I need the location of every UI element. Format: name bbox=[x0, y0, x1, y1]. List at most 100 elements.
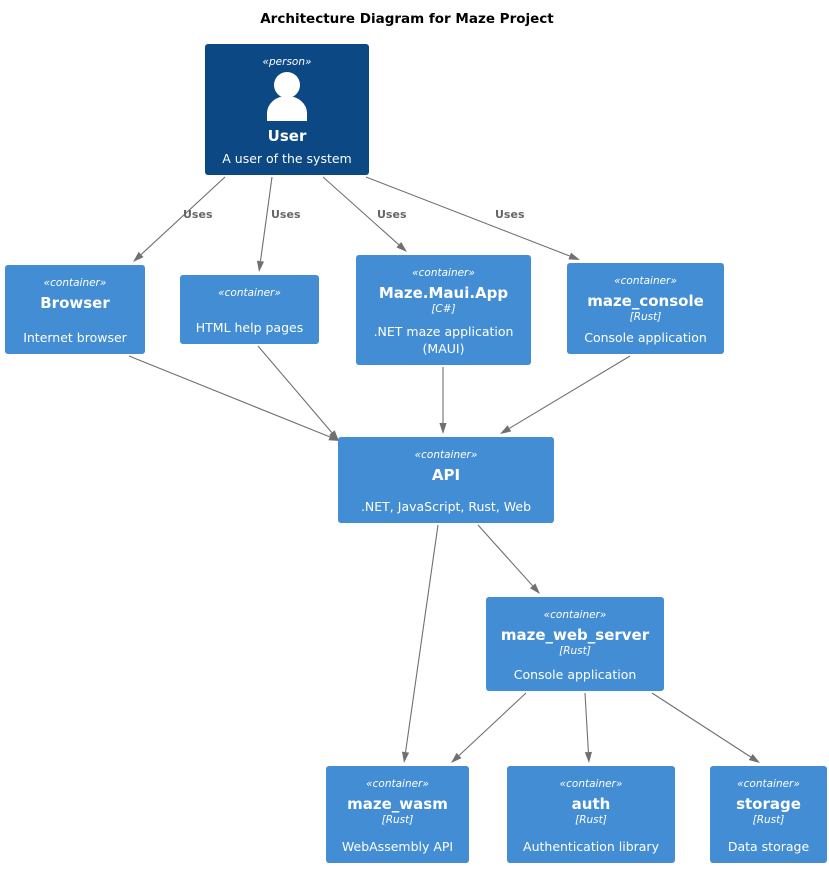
node-storage[interactable]: «container»storage[Rust]Data storage bbox=[710, 766, 827, 863]
node-title: User bbox=[268, 127, 307, 145]
edge-console-api bbox=[500, 355, 631, 434]
arrow-head-icon bbox=[329, 430, 339, 441]
node-stereotype: «container» bbox=[560, 778, 623, 790]
node-description: WebAssembly API bbox=[342, 839, 453, 854]
arrow-head-icon bbox=[439, 423, 447, 434]
node-console[interactable]: «container»maze_console[Rust]Console app… bbox=[567, 263, 724, 354]
node-description: (MAUI) bbox=[423, 341, 465, 356]
edge-webserver-wasm bbox=[451, 692, 527, 763]
node-webserver[interactable]: «container» maze_web_server[Rust] Console … bbox=[486, 597, 664, 691]
node-description: A user of the system bbox=[222, 151, 351, 166]
arrow-head-icon bbox=[529, 583, 540, 594]
person-icon-head bbox=[274, 72, 300, 98]
node-description: Internet browser bbox=[23, 330, 127, 345]
node-technology: [Rust] bbox=[575, 814, 607, 826]
arrow-head-icon bbox=[584, 751, 592, 763]
node-stereotype: «container» bbox=[44, 277, 107, 289]
arrow-head-icon bbox=[396, 241, 407, 252]
node-title: API bbox=[432, 466, 460, 484]
edge-webserver-auth bbox=[584, 692, 592, 763]
node-background[interactable] bbox=[338, 437, 554, 523]
node-background[interactable] bbox=[486, 597, 664, 691]
edge-maui-api bbox=[439, 367, 447, 434]
node-title: auth bbox=[572, 795, 611, 813]
edge-line bbox=[477, 524, 534, 587]
node-stereotype: «container» bbox=[614, 275, 677, 287]
node-help[interactable]: «container» HTML help pages bbox=[180, 275, 319, 344]
node-wasm[interactable]: «container» maze_wasm[Rust] WebAssembly AP… bbox=[326, 766, 469, 863]
person-icon-body bbox=[267, 96, 307, 121]
edge-user-maui: Uses bbox=[322, 176, 407, 252]
arrow-head-icon bbox=[133, 251, 144, 262]
arrow-head-icon bbox=[256, 260, 265, 272]
node-background[interactable] bbox=[567, 263, 724, 354]
node-background[interactable] bbox=[326, 766, 469, 863]
edge-layer: Uses Uses Uses Uses bbox=[128, 176, 760, 763]
edge-webserver-storage bbox=[651, 692, 760, 763]
edge-line bbox=[458, 692, 527, 756]
arrow-head-icon bbox=[500, 425, 512, 434]
node-maui[interactable]: «container» Maze.Maui.App[C#] .NET maze ap… bbox=[356, 255, 531, 365]
arrow-head-icon bbox=[568, 252, 580, 260]
edge-user-console: Uses bbox=[365, 176, 580, 260]
node-description: HTML help pages bbox=[196, 320, 303, 335]
edge-line bbox=[140, 176, 226, 255]
edge-label: Uses bbox=[377, 208, 407, 221]
node-description: .NET maze application bbox=[374, 324, 514, 339]
node-technology: [Rust] bbox=[630, 311, 662, 323]
node-background[interactable] bbox=[507, 766, 675, 863]
node-title: maze_wasm bbox=[347, 795, 448, 813]
node-stereotype: «container» bbox=[415, 449, 478, 461]
node-stereotype: «container» bbox=[366, 778, 429, 790]
edge-line bbox=[257, 345, 333, 433]
node-technology: [Rust] bbox=[382, 814, 414, 826]
node-title: Browser bbox=[40, 294, 110, 312]
edge-line bbox=[509, 355, 631, 429]
edge-line bbox=[584, 692, 589, 753]
edge-line bbox=[405, 524, 439, 753]
node-technology: [C#] bbox=[431, 303, 455, 315]
edge-browser-api bbox=[128, 355, 340, 441]
edge-line bbox=[365, 176, 570, 257]
node-stereotype: «container» bbox=[544, 609, 607, 621]
edge-line bbox=[651, 692, 752, 758]
node-background[interactable] bbox=[5, 265, 145, 354]
edge-user-browser: Uses bbox=[133, 176, 226, 262]
edge-api-wasm bbox=[401, 524, 439, 763]
edge-label: Uses bbox=[271, 208, 301, 221]
edge-label: Uses bbox=[495, 208, 525, 221]
node-stereotype: «container» bbox=[218, 287, 281, 299]
page-title: Architecture Diagram for Maze Project bbox=[260, 11, 554, 27]
node-stereotype: «person» bbox=[263, 56, 312, 68]
edge-help-api bbox=[257, 345, 339, 441]
node-title: Maze.Maui.App bbox=[379, 284, 509, 302]
node-auth[interactable]: «container» auth[Rust] Authentication libr… bbox=[507, 766, 675, 863]
node-description: Console application bbox=[514, 667, 637, 682]
arrow-head-icon bbox=[401, 751, 410, 763]
person-icon bbox=[267, 72, 307, 121]
arrow-head-icon bbox=[451, 752, 462, 763]
node-description: .NET, JavaScript, Rust, Web bbox=[361, 499, 531, 514]
node-description: Console application bbox=[584, 330, 707, 345]
node-background[interactable] bbox=[356, 255, 531, 365]
arrow-head-icon bbox=[748, 753, 760, 763]
edge-line bbox=[322, 176, 400, 246]
edge-api-webserver bbox=[477, 524, 540, 594]
edge-user-help: Uses bbox=[256, 176, 301, 272]
node-stereotype: «container» bbox=[737, 778, 800, 790]
node-title: maze_web_server bbox=[501, 626, 650, 644]
node-layer: «person» User A user of the system «contain… bbox=[5, 44, 827, 863]
node-api[interactable]: «container» API .NET, JavaScript, Rust, We… bbox=[338, 437, 554, 523]
node-technology: [Rust] bbox=[559, 645, 591, 657]
node-user[interactable]: «person» User A user of the system bbox=[205, 44, 369, 175]
node-background[interactable] bbox=[710, 766, 827, 863]
edge-line bbox=[259, 176, 273, 262]
node-description: Authentication library bbox=[523, 839, 660, 854]
node-stereotype: «container» bbox=[412, 267, 475, 279]
node-title: storage bbox=[736, 795, 801, 813]
node-background[interactable] bbox=[180, 275, 319, 344]
node-technology: [Rust] bbox=[753, 814, 785, 826]
